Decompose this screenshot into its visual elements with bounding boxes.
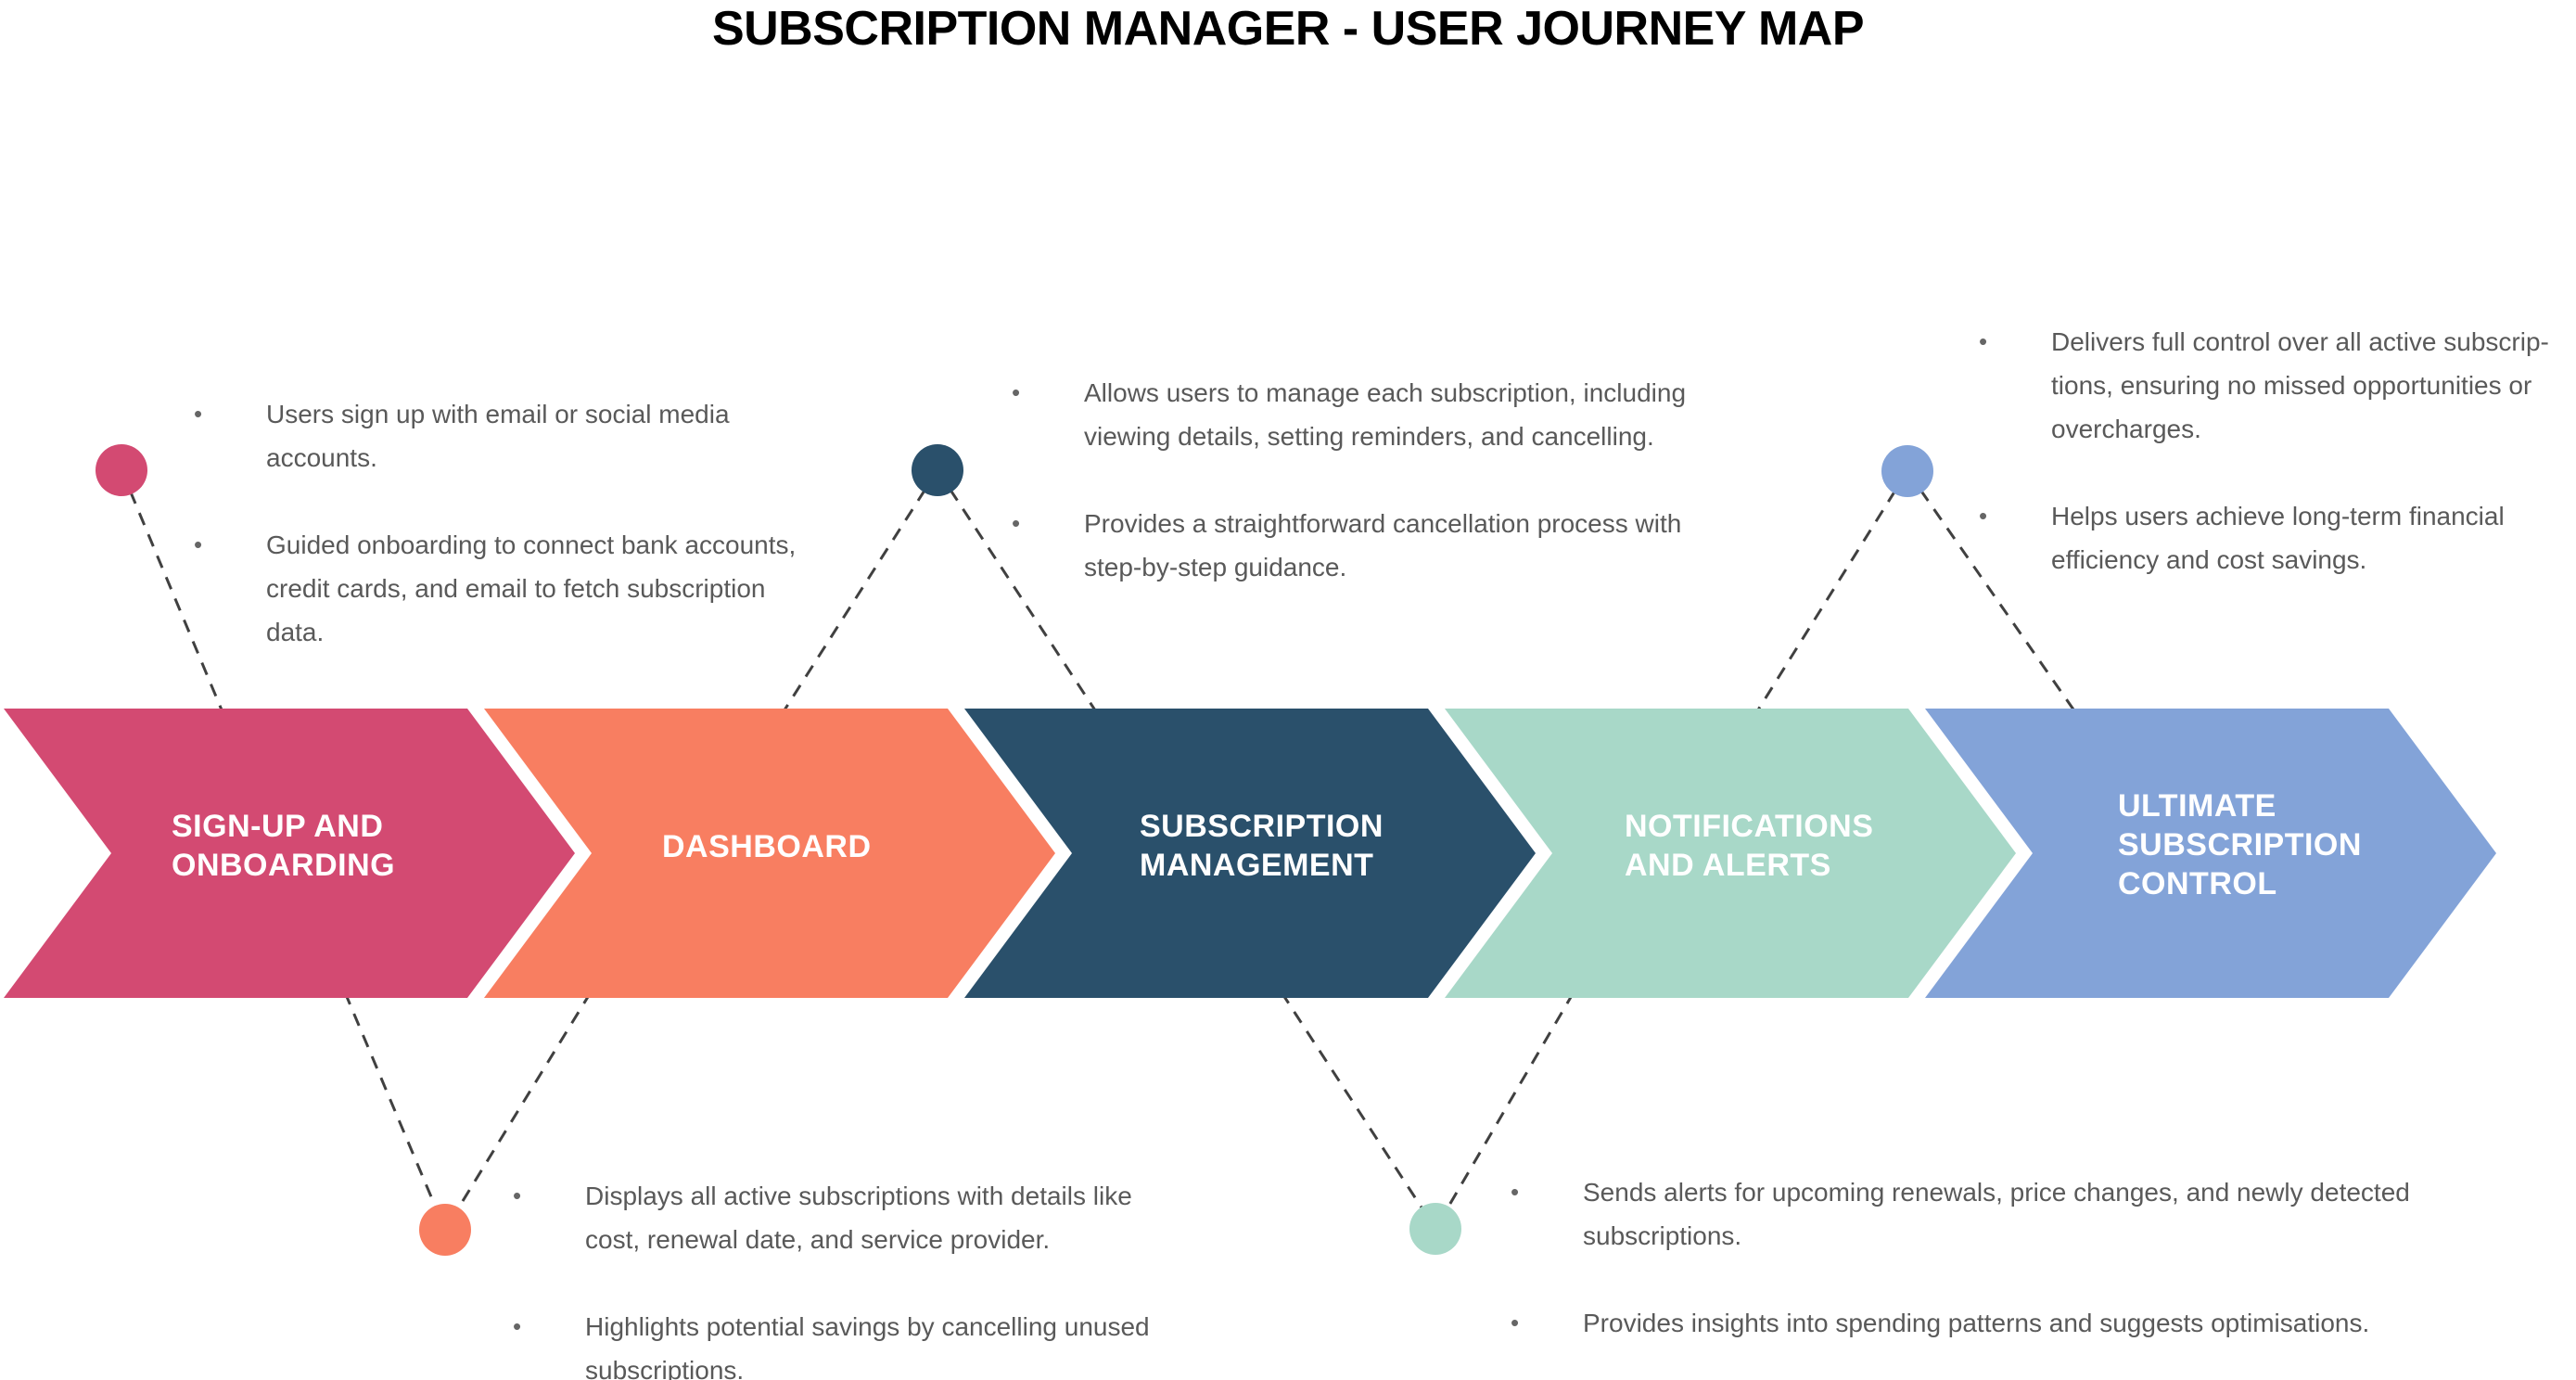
callout-dot-management (912, 444, 963, 496)
connector-line-management-right (936, 469, 1103, 720)
note-text: Provides insights into spending patterns… (1583, 1309, 2370, 1337)
bullet-icon: • (1979, 327, 1988, 355)
connector-line-dashboard-right (443, 991, 593, 1231)
note-item: • Guided onboarding to connect bank acco… (181, 523, 799, 654)
note-item: • Allows users to manage each subscripti… (999, 371, 1733, 458)
note-item: • Helps users achieve long-term financia… (1966, 494, 2570, 581)
note-text: Sends alerts for upcoming renewals, pric… (1583, 1178, 2410, 1250)
connector-line-management-left (777, 469, 939, 720)
bullet-icon: • (1511, 1178, 1520, 1206)
connector-line-dashboard-left (343, 991, 447, 1231)
callout-dashboard: • Displays all active subscriptions with… (500, 1174, 1160, 1380)
callout-dot-notifications (1409, 1203, 1461, 1255)
callout-control: • Delivers full control over all active … (1966, 320, 2570, 581)
stage-label-subscription-management: SUBSCRIPTION MANAGEMENT (1140, 809, 1384, 883)
connector-line-control-left (1751, 470, 1909, 720)
callout-dot-dashboard (419, 1204, 471, 1256)
chevron-signup-onboarding (4, 709, 575, 998)
callout-signup: • Users sign up with email or social med… (181, 392, 799, 654)
note-text: Displays all active subscriptions with d… (585, 1182, 1132, 1254)
stage-label-signup-onboarding: SIGN-UP AND ONBOARDING (172, 809, 396, 883)
chevron-notifications-alerts (1445, 709, 2016, 998)
note-item: • Highlights potential savings by cancel… (500, 1305, 1160, 1380)
bullet-icon: • (1012, 509, 1021, 537)
note-text: Provides a straightforward cancellation … (1084, 509, 1682, 581)
callout-dot-signup (96, 444, 147, 496)
note-item: • Provides a straightforward cancellatio… (999, 502, 1733, 589)
chevron-subscription-management (964, 709, 1536, 998)
connector-line-control-right (1906, 470, 2082, 720)
bullet-icon: • (1012, 378, 1021, 406)
stage-label-dashboard: DASHBOARD (662, 829, 872, 864)
callout-notifications: • Sends alerts for upcoming renewals, pr… (1498, 1170, 2464, 1345)
page-title: SUBSCRIPTION MANAGER - USER JOURNEY MAP (711, 2, 1865, 56)
note-item: • Displays all active subscriptions with… (500, 1174, 1160, 1261)
bullet-icon: • (513, 1312, 522, 1340)
callout-management: • Allows users to manage each subscripti… (999, 371, 1733, 589)
stage-label-ultimate-control: ULTIMATE SUBSCRIPTION CONTROL (2118, 788, 2362, 901)
note-item: • Sends alerts for upcoming renewals, pr… (1498, 1170, 2464, 1258)
stage-label-notifications-alerts: NOTIFICATIONS AND ALERTS (1625, 809, 1874, 883)
connector-line-notifications-left (1280, 991, 1437, 1230)
note-text: Delivers full control over all active su… (2051, 327, 2549, 443)
note-text: Allows users to manage each subscription… (1084, 378, 1687, 451)
bullet-icon: • (194, 530, 203, 558)
note-item: • Provides insights into spending patter… (1498, 1301, 2464, 1345)
note-item: • Delivers full control over all active … (1966, 320, 2570, 451)
note-text: Guided onboarding to connect bank accoun… (266, 530, 797, 646)
callout-dot-control (1881, 445, 1933, 497)
note-text: Highlights potential savings by cancelli… (585, 1312, 1150, 1380)
note-text: Helps users achieve long-term financial … (2051, 502, 2505, 574)
note-item: • Users sign up with email or social med… (181, 392, 799, 479)
bullet-icon: • (1979, 502, 1988, 530)
bullet-icon: • (1511, 1309, 1520, 1336)
chevron-dashboard (484, 709, 1055, 998)
note-text: Users sign up with email or social media… (266, 400, 730, 472)
bullet-icon: • (513, 1182, 522, 1209)
bullet-icon: • (194, 400, 203, 428)
chevron-ultimate-control (1925, 709, 2496, 998)
